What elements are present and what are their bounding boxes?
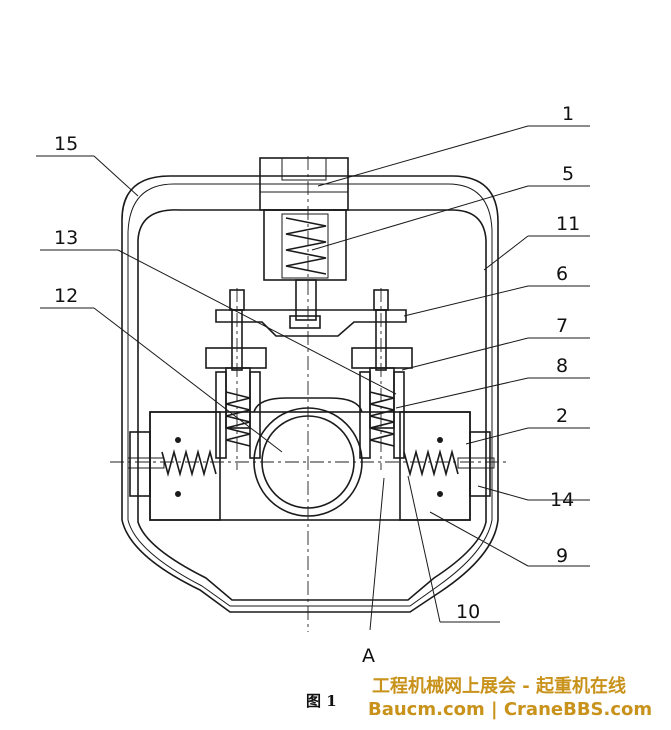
figure-caption: 图 1 <box>306 692 337 710</box>
leader-lines <box>36 125 590 631</box>
label-10: 10 <box>456 601 480 623</box>
outer-housing-lower <box>121 372 499 613</box>
right-cylinder <box>351 347 413 369</box>
left-spring <box>225 391 251 447</box>
watermark-line-1: 工程机械网上展会 - 起重机在线 <box>372 676 627 697</box>
top-spring <box>285 217 327 275</box>
label-15: 15 <box>54 133 78 155</box>
main-body <box>149 411 471 521</box>
label-8: 8 <box>556 355 568 377</box>
label-6: 6 <box>556 263 568 285</box>
inner-housing-2 <box>127 183 493 607</box>
label-9: 9 <box>556 545 568 567</box>
right-spring <box>369 391 395 447</box>
label-1: 1 <box>562 103 574 125</box>
label-12: 12 <box>54 285 78 307</box>
inner-housing <box>137 209 487 601</box>
right-horizontal-spring <box>403 448 459 478</box>
left-horizontal-spring <box>161 448 217 478</box>
cross-bar <box>215 309 407 337</box>
outer-housing <box>121 175 499 372</box>
label-5: 5 <box>562 163 574 185</box>
label-2: 2 <box>556 405 568 427</box>
label-14: 14 <box>550 489 574 511</box>
label-13: 13 <box>54 227 78 249</box>
left-cylinder <box>205 347 267 369</box>
label-11: 11 <box>556 213 580 235</box>
stem <box>295 279 317 321</box>
label-A: A <box>362 645 375 667</box>
watermark-line-2: Baucm.com | CraneBBS.com <box>368 699 653 720</box>
label-7: 7 <box>556 315 568 337</box>
